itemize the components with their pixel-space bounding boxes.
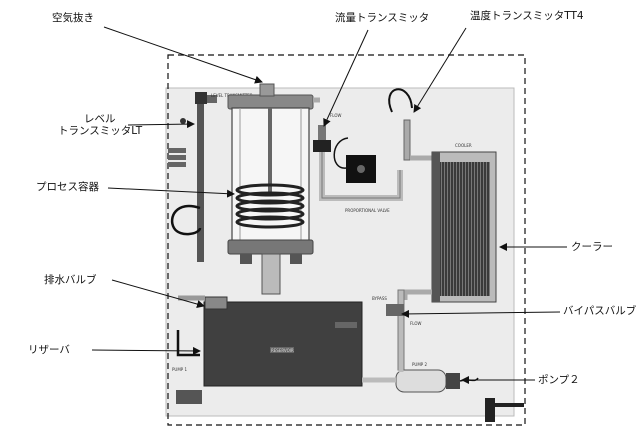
vessel-fitting xyxy=(240,254,252,264)
vessel-fitting xyxy=(290,254,302,264)
cooler-fins xyxy=(440,162,490,296)
reservoir-side-plate xyxy=(335,322,357,328)
air-vent-arrow xyxy=(103,26,263,84)
vessel-stand xyxy=(261,253,281,295)
level-transmitter-arrow xyxy=(127,120,195,129)
temperature-transmitter-arrow xyxy=(413,27,467,113)
level-transmitter-column xyxy=(197,94,204,262)
reservoir-hose xyxy=(176,330,200,357)
level-transmitter-label-line2: トランスミッタLT xyxy=(58,125,143,137)
valve-cable xyxy=(333,137,349,169)
reservoir-arrow xyxy=(91,346,201,355)
cooler-return-pipe xyxy=(402,289,432,300)
pump2-head xyxy=(446,373,460,389)
pump1-motor xyxy=(176,390,202,404)
bypass-valve-body xyxy=(386,304,404,316)
cooler-side-bar xyxy=(432,152,440,302)
flow-transmitter-body xyxy=(313,140,331,152)
reservoir-label-plate xyxy=(270,347,294,353)
level-transmitter-head xyxy=(195,92,207,104)
pump1-tag: PUMP 1 xyxy=(172,367,187,372)
reservoir-label: リザーバ xyxy=(28,344,70,356)
air-vent-label: 空気抜き xyxy=(52,12,94,24)
temperature-transmitter xyxy=(403,119,411,161)
pump2-tag: PUMP 2 xyxy=(412,362,427,367)
vessel-top-cap xyxy=(227,94,314,110)
panel-leg xyxy=(485,398,495,422)
bypass-valve-arrow xyxy=(401,309,561,318)
hose-loop xyxy=(170,204,202,236)
flow-tag-lower: FLOW xyxy=(410,321,422,326)
indicator-bar xyxy=(168,155,186,160)
drain-valve-label: 排水バルブ xyxy=(44,274,97,286)
bypass-pipe xyxy=(397,289,405,371)
proportional-valve-tag: PROPORTIONAL VALVE xyxy=(345,208,390,213)
drain-valve xyxy=(204,296,228,310)
flow-sensor xyxy=(318,125,326,147)
bypass-valve-label: バイパスバルブ xyxy=(563,305,637,317)
reservoir-tag: RESERVOIR xyxy=(271,348,294,353)
dashed-boundary xyxy=(167,54,526,426)
flow-transmitter-label: 流量トランスミッタ xyxy=(335,12,430,24)
cooler-tag: COOLER xyxy=(455,143,472,148)
mounting-screw xyxy=(180,118,186,124)
pump2-motor xyxy=(395,369,447,393)
vessel-shaft xyxy=(268,108,272,192)
flow-tag: FLOW xyxy=(330,113,342,118)
process-vessel-arrow xyxy=(107,187,235,198)
pump2-label: ポンプ２ xyxy=(538,374,580,386)
return-pipe xyxy=(321,152,401,199)
heating-coil xyxy=(235,183,305,229)
temperature-transmitter-label: 温度トランスミッタTT4 xyxy=(470,10,584,22)
level-transmitter-label-line1: レベル xyxy=(84,113,116,125)
bypass-tag: BYPASS xyxy=(372,296,387,301)
indicator-bar xyxy=(168,148,186,153)
process-vessel-label: プロセス容器 xyxy=(36,181,99,193)
temperature-probe-cable xyxy=(388,88,413,113)
valve-knob xyxy=(357,165,365,173)
flow-transmitter-arrow xyxy=(323,29,369,127)
level-transmitter-fitting xyxy=(207,95,217,103)
indicator-bar xyxy=(168,162,186,167)
vessel-base xyxy=(227,239,314,255)
air-vent-cap xyxy=(259,83,275,97)
drain-valve-arrow xyxy=(111,279,205,308)
cooler-label: クーラー xyxy=(571,241,613,253)
reservoir-tank xyxy=(203,301,363,387)
